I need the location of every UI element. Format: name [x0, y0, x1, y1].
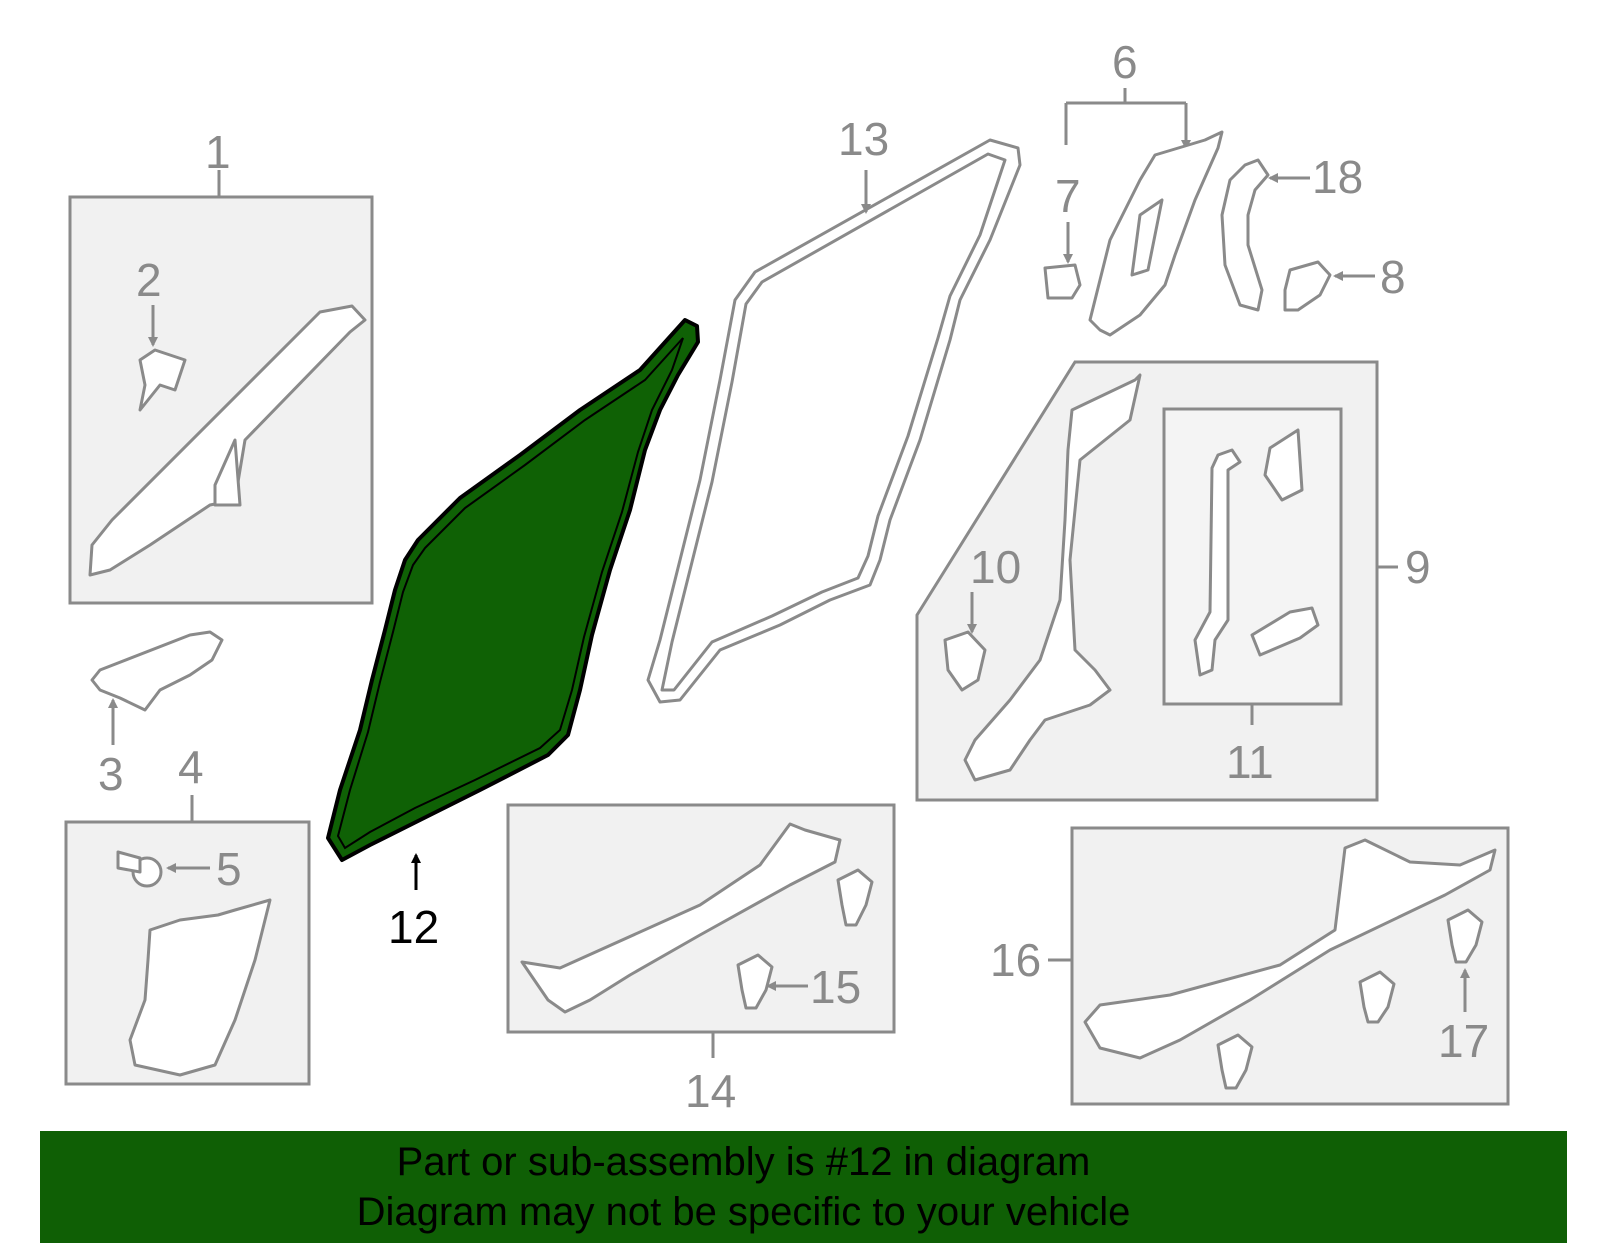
clip-17c — [1216, 1033, 1254, 1090]
part-group-3[interactable]: 3 — [90, 630, 224, 800]
part-group-4[interactable]: 4 5 — [64, 741, 311, 1086]
bracket-3 — [90, 630, 224, 712]
callout-16[interactable]: 16 — [990, 934, 1041, 986]
cap-8 — [1283, 260, 1332, 312]
clip-2 — [138, 348, 187, 412]
door-weatherstrip-12 — [326, 318, 700, 862]
callout-4[interactable]: 4 — [178, 741, 204, 793]
banner-line-1: Part or sub-assembly is #12 in diagram — [396, 1140, 1091, 1184]
callout-10[interactable]: 10 — [970, 541, 1021, 593]
banner-line-2: Diagram may not be specific to your vehi… — [356, 1190, 1131, 1234]
clip-7 — [1043, 263, 1082, 300]
callout-18[interactable]: 18 — [1312, 151, 1363, 203]
callout-7[interactable]: 7 — [1055, 170, 1081, 222]
callout-11[interactable]: 11 — [1226, 736, 1274, 788]
clip-15b — [736, 953, 774, 1010]
callout-6[interactable]: 6 — [1112, 36, 1138, 88]
grab-handle-18 — [1220, 158, 1270, 312]
clip-15a — [836, 868, 874, 927]
bracket-11 — [1193, 448, 1242, 677]
callout-17[interactable]: 17 — [1438, 1015, 1489, 1067]
notice-banner: Part or sub-assembly is #12 in diagram D… — [40, 1131, 1567, 1243]
callout-14[interactable]: 14 — [685, 1065, 736, 1117]
insert-11 — [1263, 428, 1304, 502]
callout-12[interactable]: 12 — [388, 901, 439, 953]
callout-5[interactable]: 5 — [216, 843, 242, 895]
kick-panel-4 — [128, 898, 272, 1077]
a-pillar-trim — [88, 304, 367, 577]
bolt-11 — [1250, 606, 1320, 657]
part-group-18-8[interactable]: 18 8 — [1220, 151, 1406, 312]
clip-10 — [943, 630, 987, 692]
part-group-9[interactable]: 9 10 11 — [915, 360, 1431, 802]
sill-plate-16 — [1083, 838, 1497, 1060]
part-group-14[interactable]: 14 15 — [506, 803, 896, 1117]
callout-3[interactable]: 3 — [98, 748, 124, 800]
part-group-12[interactable]: 12 — [326, 318, 700, 953]
callout-1[interactable]: 1 — [205, 126, 231, 178]
b-pillar-trim-9 — [963, 373, 1142, 782]
part-group-16[interactable]: 16 17 — [990, 826, 1510, 1106]
callout-15[interactable]: 15 — [810, 961, 861, 1013]
clip-17a — [1446, 908, 1484, 964]
callout-9[interactable]: 9 — [1405, 541, 1431, 593]
part-group-13[interactable]: 13 — [646, 113, 1022, 704]
part-group-6[interactable]: 6 7 — [1043, 36, 1224, 337]
part-group-1[interactable]: 1 2 — [68, 126, 374, 605]
box-11 — [1162, 407, 1343, 706]
callout-13[interactable]: 13 — [838, 113, 889, 165]
callout-8[interactable]: 8 — [1380, 251, 1406, 303]
sill-plate-14 — [520, 822, 842, 1014]
clip-17b — [1358, 970, 1396, 1024]
callout-2[interactable]: 2 — [136, 254, 162, 306]
